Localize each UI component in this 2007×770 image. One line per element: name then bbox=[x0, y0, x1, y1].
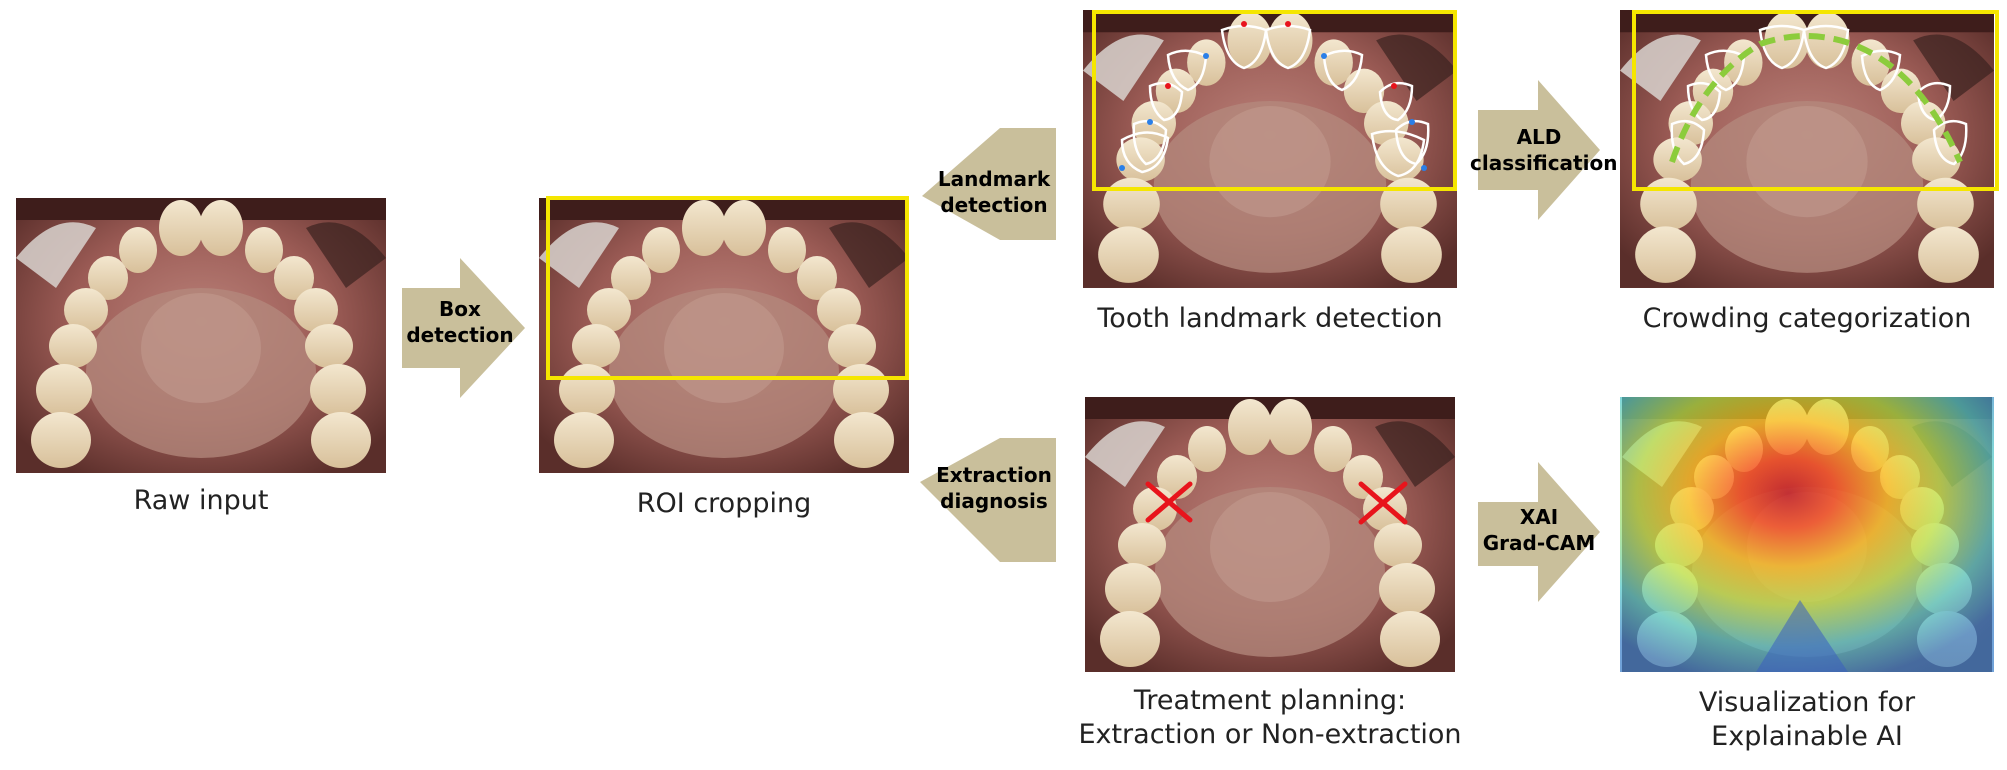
treatment-caption-line1: Treatment planning: bbox=[1133, 685, 1407, 716]
treatment-panel bbox=[1085, 397, 1455, 672]
xai-caption-line1: Visualization for bbox=[1698, 687, 1916, 718]
heatmap-cold-region bbox=[1756, 600, 1848, 672]
arch-line bbox=[1669, 33, 1963, 164]
tooth-landmark-panel bbox=[1083, 10, 1457, 288]
xai-gradcam-line1: XAI bbox=[1519, 505, 1559, 529]
treatment-caption-line2: Extraction or Non-extraction bbox=[1078, 719, 1462, 750]
box-detection-line2: detection bbox=[406, 323, 514, 347]
ald-classification-arrow bbox=[1478, 80, 1600, 220]
landmark-roi-box bbox=[1092, 10, 1457, 191]
xai-gradcam-arrow bbox=[1478, 462, 1600, 602]
crowding-tooth-outlines bbox=[1670, 24, 1968, 166]
extraction-diagnosis-line1: Extraction bbox=[936, 463, 1052, 487]
ald-classification-line2: classification bbox=[1470, 151, 1618, 175]
roi-input-image bbox=[539, 198, 909, 473]
box-detection-arrow bbox=[402, 258, 525, 398]
landmark-detection-line2: detection bbox=[940, 193, 1048, 217]
xai-caption: Visualization for Explainable AI bbox=[1620, 686, 1994, 754]
xai-panel bbox=[1620, 397, 1994, 672]
raw-input-caption: Raw input bbox=[133, 485, 269, 516]
right-extraction-mark bbox=[1358, 481, 1408, 525]
tooth-landmark-caption: Tooth landmark detection bbox=[1097, 303, 1443, 334]
landmark-detection-label: Landmark detection bbox=[926, 166, 1062, 218]
extraction-diagnosis-arrow bbox=[920, 438, 1056, 562]
treatment-caption: Treatment planning: Extraction or Non-ex… bbox=[1063, 684, 1477, 752]
crowding-roi-box bbox=[1632, 10, 1999, 191]
ald-classification-line1: ALD bbox=[1516, 125, 1562, 149]
landmark-detection-arrow bbox=[922, 128, 1056, 240]
extraction-diagnosis-label: Extraction diagnosis bbox=[926, 462, 1062, 514]
roi-cropping-panel bbox=[539, 196, 909, 473]
crowding-panel bbox=[1620, 10, 1999, 288]
landmark-detection-line1: Landmark bbox=[937, 167, 1051, 191]
box-detection-label: Box detection bbox=[400, 296, 520, 348]
landmark-points bbox=[1119, 21, 1427, 171]
box-detection-line1: Box bbox=[439, 297, 481, 321]
xai-gradcam-line2: Grad-CAM bbox=[1482, 531, 1596, 555]
extraction-diagnosis-line2: diagnosis bbox=[940, 489, 1048, 513]
left-extraction-mark bbox=[1145, 481, 1193, 523]
crowding-caption: Crowding categorization bbox=[1642, 303, 1972, 334]
raw-input-image bbox=[16, 198, 386, 473]
ald-classification-label: ALD classification bbox=[1470, 124, 1618, 176]
roi-bounding-box bbox=[546, 196, 909, 380]
treatment-image bbox=[1085, 397, 1455, 672]
raw-input-panel bbox=[16, 198, 386, 473]
roi-cropping-caption: ROI cropping bbox=[636, 488, 812, 519]
xai-caption-line2: Explainable AI bbox=[1711, 721, 1903, 752]
xai-gradcam-label: XAI Grad-CAM bbox=[1474, 504, 1604, 556]
